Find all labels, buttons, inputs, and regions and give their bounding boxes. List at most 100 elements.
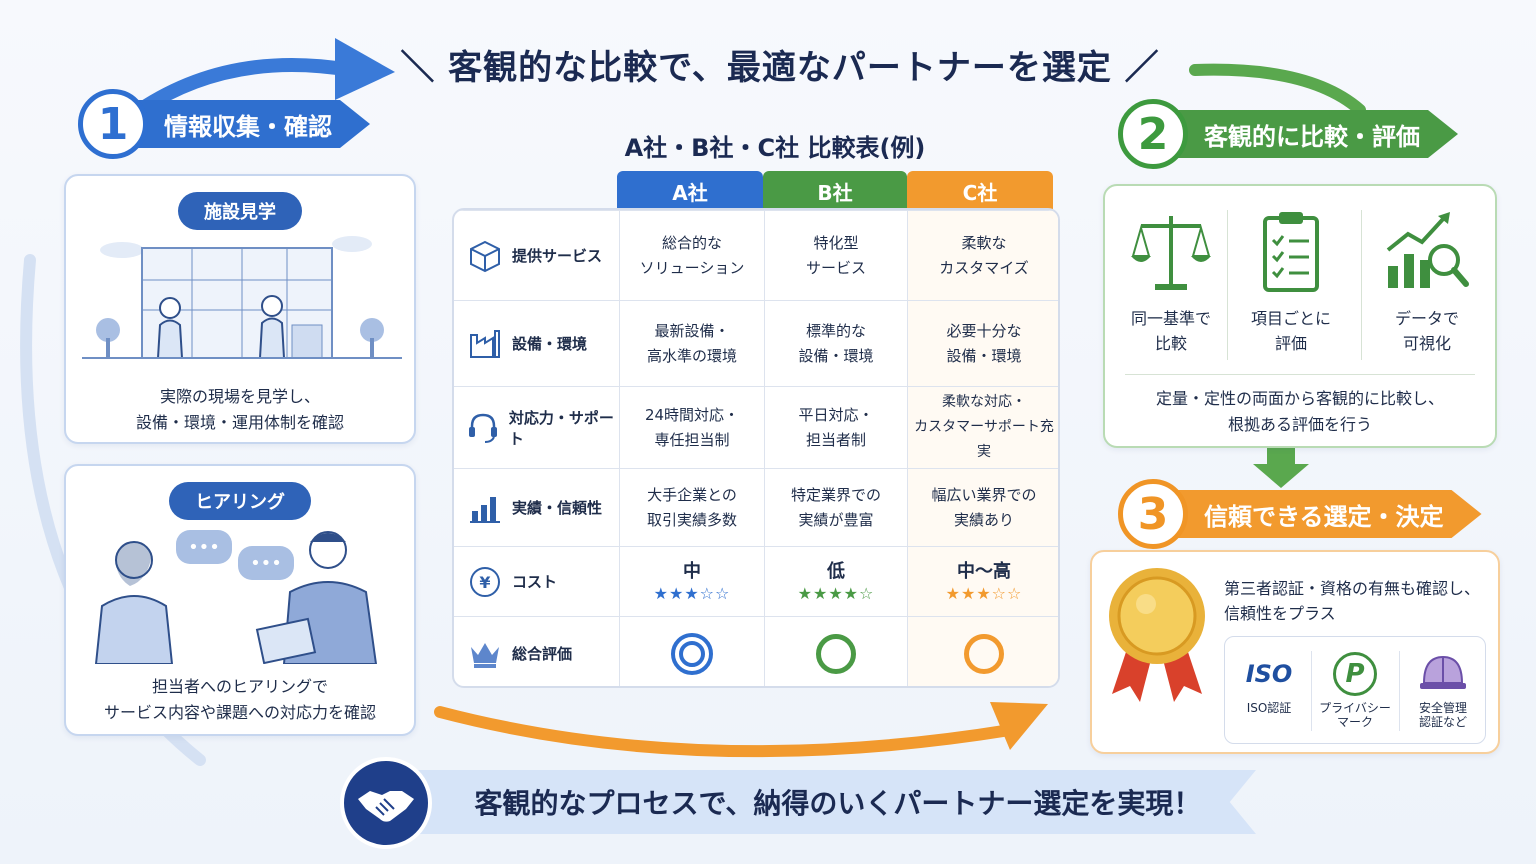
table-row: 提供サービス 総合的なソリューション 特化型サービス 柔軟なカスタマイズ bbox=[454, 210, 1058, 300]
cert-item: ISO ISO認証 bbox=[1227, 647, 1311, 715]
eval-line: 評価 bbox=[1274, 334, 1307, 353]
cert-label: プライバシー bbox=[1319, 701, 1391, 715]
cell-line: ソリューション bbox=[639, 258, 745, 277]
cost-value: 低 bbox=[827, 561, 845, 582]
cert-label: ISO認証 bbox=[1246, 701, 1292, 715]
cert-label: マーク bbox=[1336, 715, 1373, 729]
row-label: 対応力・サポート bbox=[508, 408, 614, 448]
cost-value: 中 bbox=[683, 561, 701, 582]
step-number: 2 bbox=[1118, 99, 1188, 169]
medal-icon bbox=[1109, 568, 1205, 702]
hearing-text-2: サービス内容や課題への対応力を確認 bbox=[103, 703, 376, 722]
cell-line: 柔軟な対応・ bbox=[942, 394, 1026, 410]
cell-line: カスタマイズ bbox=[939, 258, 1029, 277]
table-row: 設備・環境 最新設備・高水準の環境 標準的な設備・環境 必要十分な設備・環境 bbox=[454, 300, 1058, 386]
comparison-table-title: A社・B社・C社 比較表(例) bbox=[624, 134, 926, 162]
decision-card: 第三者認証・資格の有無も確認し、 信頼性をプラス ISO ISO認証 P プライ… bbox=[1090, 550, 1500, 754]
decision-text-2: 信頼性をプラス bbox=[1224, 604, 1336, 623]
cell-line: 24時間対応・ bbox=[644, 405, 740, 424]
cert-label: 安全管理 bbox=[1418, 701, 1467, 715]
decision-text-1: 第三者認証・資格の有無も確認し、 bbox=[1224, 579, 1481, 598]
step-2-banner: 2 客観的に比較・評価 bbox=[1118, 99, 1458, 169]
step-label: 客観的に比較・評価 bbox=[1174, 110, 1458, 158]
cell-line: 専任担当制 bbox=[654, 430, 730, 449]
cell-line: 取引実績多数 bbox=[646, 510, 737, 529]
cell-line: 最新設備・ bbox=[654, 321, 730, 340]
step-number: 3 bbox=[1118, 479, 1188, 549]
box-icon bbox=[466, 237, 504, 275]
eval-line: 可視化 bbox=[1402, 334, 1451, 353]
bottom-message: 客観的なプロセスで、納得のいくパートナー選定を実現！ bbox=[380, 770, 1256, 834]
cell-line: 設備・環境 bbox=[946, 346, 1022, 365]
star-rating: ★★★☆☆ bbox=[653, 584, 731, 603]
step-3-banner: 3 信頼できる選定・決定 bbox=[1118, 479, 1482, 549]
table-row: ¥ コスト 中 ★★★☆☆ 低 ★★★★☆ 中～高 ★★★☆☆ bbox=[454, 546, 1058, 616]
step-label: 情報収集・確認 bbox=[134, 100, 370, 148]
cert-label: 認証など bbox=[1418, 715, 1467, 729]
evaluation-card: 同一基準で 比較 項目ごとに 評価 データで 可視化 定量・定性の両面から客 bbox=[1103, 184, 1497, 448]
eval-item: データで 可視化 bbox=[1367, 210, 1487, 356]
building-illustration-icon bbox=[82, 236, 402, 359]
row-label: 提供サービス bbox=[512, 247, 603, 265]
cell-line: 幅広い業界での bbox=[931, 485, 1037, 504]
data-chart-icon bbox=[1386, 212, 1469, 288]
cell-line: サービス bbox=[805, 258, 866, 277]
star-rating: ★★★☆☆ bbox=[945, 584, 1023, 603]
cell-line: 高水準の環境 bbox=[646, 346, 737, 365]
evaluation-text-1: 定量・定性の両面から客観的に比較し、 bbox=[1155, 389, 1444, 408]
cell-line: 標準的な bbox=[805, 321, 866, 340]
privacy-mark-icon: P bbox=[1333, 652, 1377, 696]
cell-line: 特化型 bbox=[813, 233, 859, 252]
cell-line: 平日対応・ bbox=[798, 405, 874, 424]
facility-visit-text-1: 実際の現場を見学し、 bbox=[159, 387, 320, 406]
svg-text:¥: ¥ bbox=[479, 573, 490, 592]
facility-visit-text-2: 設備・環境・運用体制を確認 bbox=[135, 413, 344, 432]
cell-line: 総合的な bbox=[661, 233, 722, 252]
cost-value: 中～高 bbox=[957, 561, 1011, 582]
cell-line: 設備・環境 bbox=[798, 346, 874, 365]
row-label: 総合評価 bbox=[512, 645, 573, 663]
column-header-a: A社 bbox=[617, 171, 763, 211]
eval-item: 同一基準で 比較 bbox=[1111, 210, 1231, 356]
bar-chart-icon bbox=[466, 489, 504, 527]
checklist-icon bbox=[1263, 212, 1319, 292]
hearing-pill: ヒアリング bbox=[169, 482, 311, 520]
certification-list: ISO ISO認証 P プライバシー マーク 安全管理 認証など bbox=[1224, 636, 1486, 744]
column-header-b: B社 bbox=[763, 171, 907, 211]
cell-line: カスタマーサポート充実 bbox=[914, 419, 1054, 460]
eval-line: データで bbox=[1394, 309, 1459, 328]
hearing-card: ヒアリング ••• ••• 担当者へのヒアリングで サービス内容や課題への対応力… bbox=[64, 464, 416, 736]
row-label: 実績・信頼性 bbox=[512, 499, 603, 517]
eval-line: 同一基準で bbox=[1130, 309, 1211, 328]
iso-icon: ISO bbox=[1245, 660, 1293, 688]
cell-line: 実績が豊富 bbox=[798, 510, 874, 529]
cell-line: 実績あり bbox=[953, 510, 1014, 529]
star-rating: ★★★★☆ bbox=[797, 584, 875, 603]
evaluation-text-2: 根拠ある評価を行う bbox=[1227, 415, 1372, 434]
svg-text:•••: ••• bbox=[250, 553, 282, 574]
factory-icon bbox=[466, 325, 504, 363]
step-number: 1 bbox=[78, 89, 148, 159]
crown-icon bbox=[466, 635, 504, 673]
eval-line: 比較 bbox=[1154, 334, 1187, 353]
row-label: コスト bbox=[512, 573, 558, 591]
circle-rating-icon bbox=[816, 633, 856, 674]
table-row: 実績・信頼性 大手企業との取引実績多数 特定業界での実績が豊富 幅広い業界での実… bbox=[454, 468, 1058, 546]
svg-text:•••: ••• bbox=[188, 537, 220, 558]
table-row: 総合評価 bbox=[454, 616, 1058, 686]
circle-rating-icon bbox=[964, 633, 1004, 674]
cert-item: 安全管理 認証など bbox=[1401, 647, 1485, 729]
headset-icon bbox=[466, 409, 501, 447]
helmet-icon bbox=[1420, 655, 1466, 689]
cell-line: 柔軟な bbox=[961, 233, 1007, 252]
hearing-text-1: 担当者へのヒアリングで bbox=[151, 677, 328, 696]
yen-icon: ¥ bbox=[466, 563, 504, 601]
facility-visit-card: 施設見学 実際の現場を見学し、 設備・環境・運用体制を確認 bbox=[64, 174, 416, 444]
eval-item: 項目ごとに 評価 bbox=[1231, 210, 1351, 356]
comparison-table: 提供サービス 総合的なソリューション 特化型サービス 柔軟なカスタマイズ 設備・… bbox=[452, 208, 1060, 688]
double-circle-rating-icon bbox=[671, 632, 713, 675]
handshake-icon bbox=[340, 757, 432, 849]
page-title: ＼ 客観的な比較で、最適なパートナーを選定 ／ bbox=[400, 48, 1160, 88]
step-1-banner: 1 情報収集・確認 bbox=[78, 89, 370, 159]
cert-item: P プライバシー マーク bbox=[1313, 647, 1397, 729]
